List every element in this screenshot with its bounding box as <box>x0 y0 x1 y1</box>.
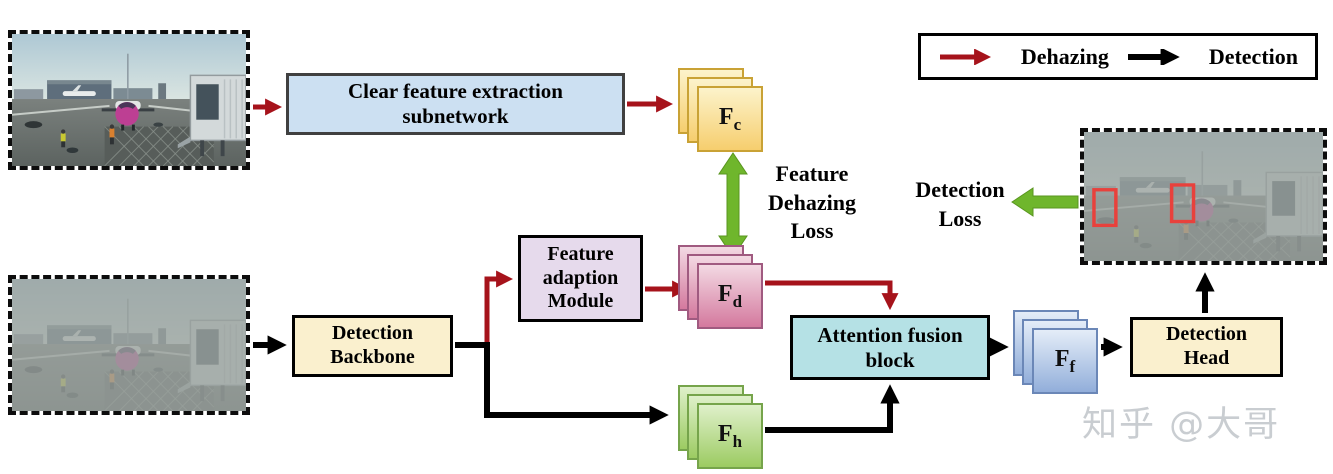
block-label: adaption <box>542 266 619 289</box>
clear-feature-extraction-block: Clear feature extraction subnetwork <box>286 73 625 135</box>
fd-label: Fd <box>717 280 743 311</box>
attention-fusion-block: Attention fusion block <box>790 315 990 380</box>
feature-dehazing-loss-arrow <box>718 152 748 258</box>
fh-label: Fh <box>717 420 743 451</box>
haze-overlay <box>1084 132 1323 261</box>
legend: Dehazing Detection <box>918 33 1318 80</box>
feature-stack-fd: Fd <box>678 245 764 331</box>
dehazing-arrow-icon <box>939 48 992 65</box>
feature-dehazing-loss-label: Feature Dehazing Loss <box>768 161 856 244</box>
feature-adaption-module-block: Feature adaption Module <box>518 235 643 322</box>
detection-backbone-block: Detection Backbone <box>292 315 453 377</box>
legend-detection-label: Detection <box>1208 43 1298 69</box>
arrow-fh-to-attention <box>765 384 900 433</box>
detection-result-image <box>1080 128 1327 265</box>
block-label: Feature <box>547 243 614 266</box>
block-label: Detection <box>331 322 414 345</box>
detection-loss-label: Detection Loss <box>915 177 1005 231</box>
feature-stack-ff: Ff <box>1013 310 1099 396</box>
detection-arrow-icon <box>1127 48 1180 65</box>
legend-dehazing-label: Dehazing <box>1020 43 1109 69</box>
detection-head-block: Detection Head <box>1130 317 1283 377</box>
block-label: Backbone <box>330 346 415 368</box>
fc-label: Fc <box>718 103 742 134</box>
block-label: Head <box>1183 347 1230 369</box>
detection-loss-arrow <box>1011 187 1079 217</box>
ff-label: Ff <box>1054 345 1076 376</box>
block-label: Detection <box>1165 323 1248 346</box>
arrow-junction-to-fh <box>484 342 669 425</box>
block-label: block <box>865 347 915 372</box>
block-label: Module <box>547 290 614 313</box>
haze-overlay <box>12 279 246 411</box>
feature-stack-fc: Fc <box>678 68 764 154</box>
block-label: Clear feature extraction <box>348 79 563 104</box>
block-label: subnetwork <box>402 104 509 128</box>
detection-bbox <box>1092 188 1118 228</box>
arrow-fd-to-attention <box>765 280 899 311</box>
block-label: Attention fusion <box>817 322 963 347</box>
feature-stack-fh: Fh <box>678 385 764 471</box>
hazy-image <box>8 275 250 415</box>
clear-image <box>8 30 250 170</box>
detection-bbox <box>1169 183 1196 224</box>
arrow-backbone-to-adaption <box>484 270 514 348</box>
watermark: 知乎 @大哥 <box>1082 405 1281 445</box>
